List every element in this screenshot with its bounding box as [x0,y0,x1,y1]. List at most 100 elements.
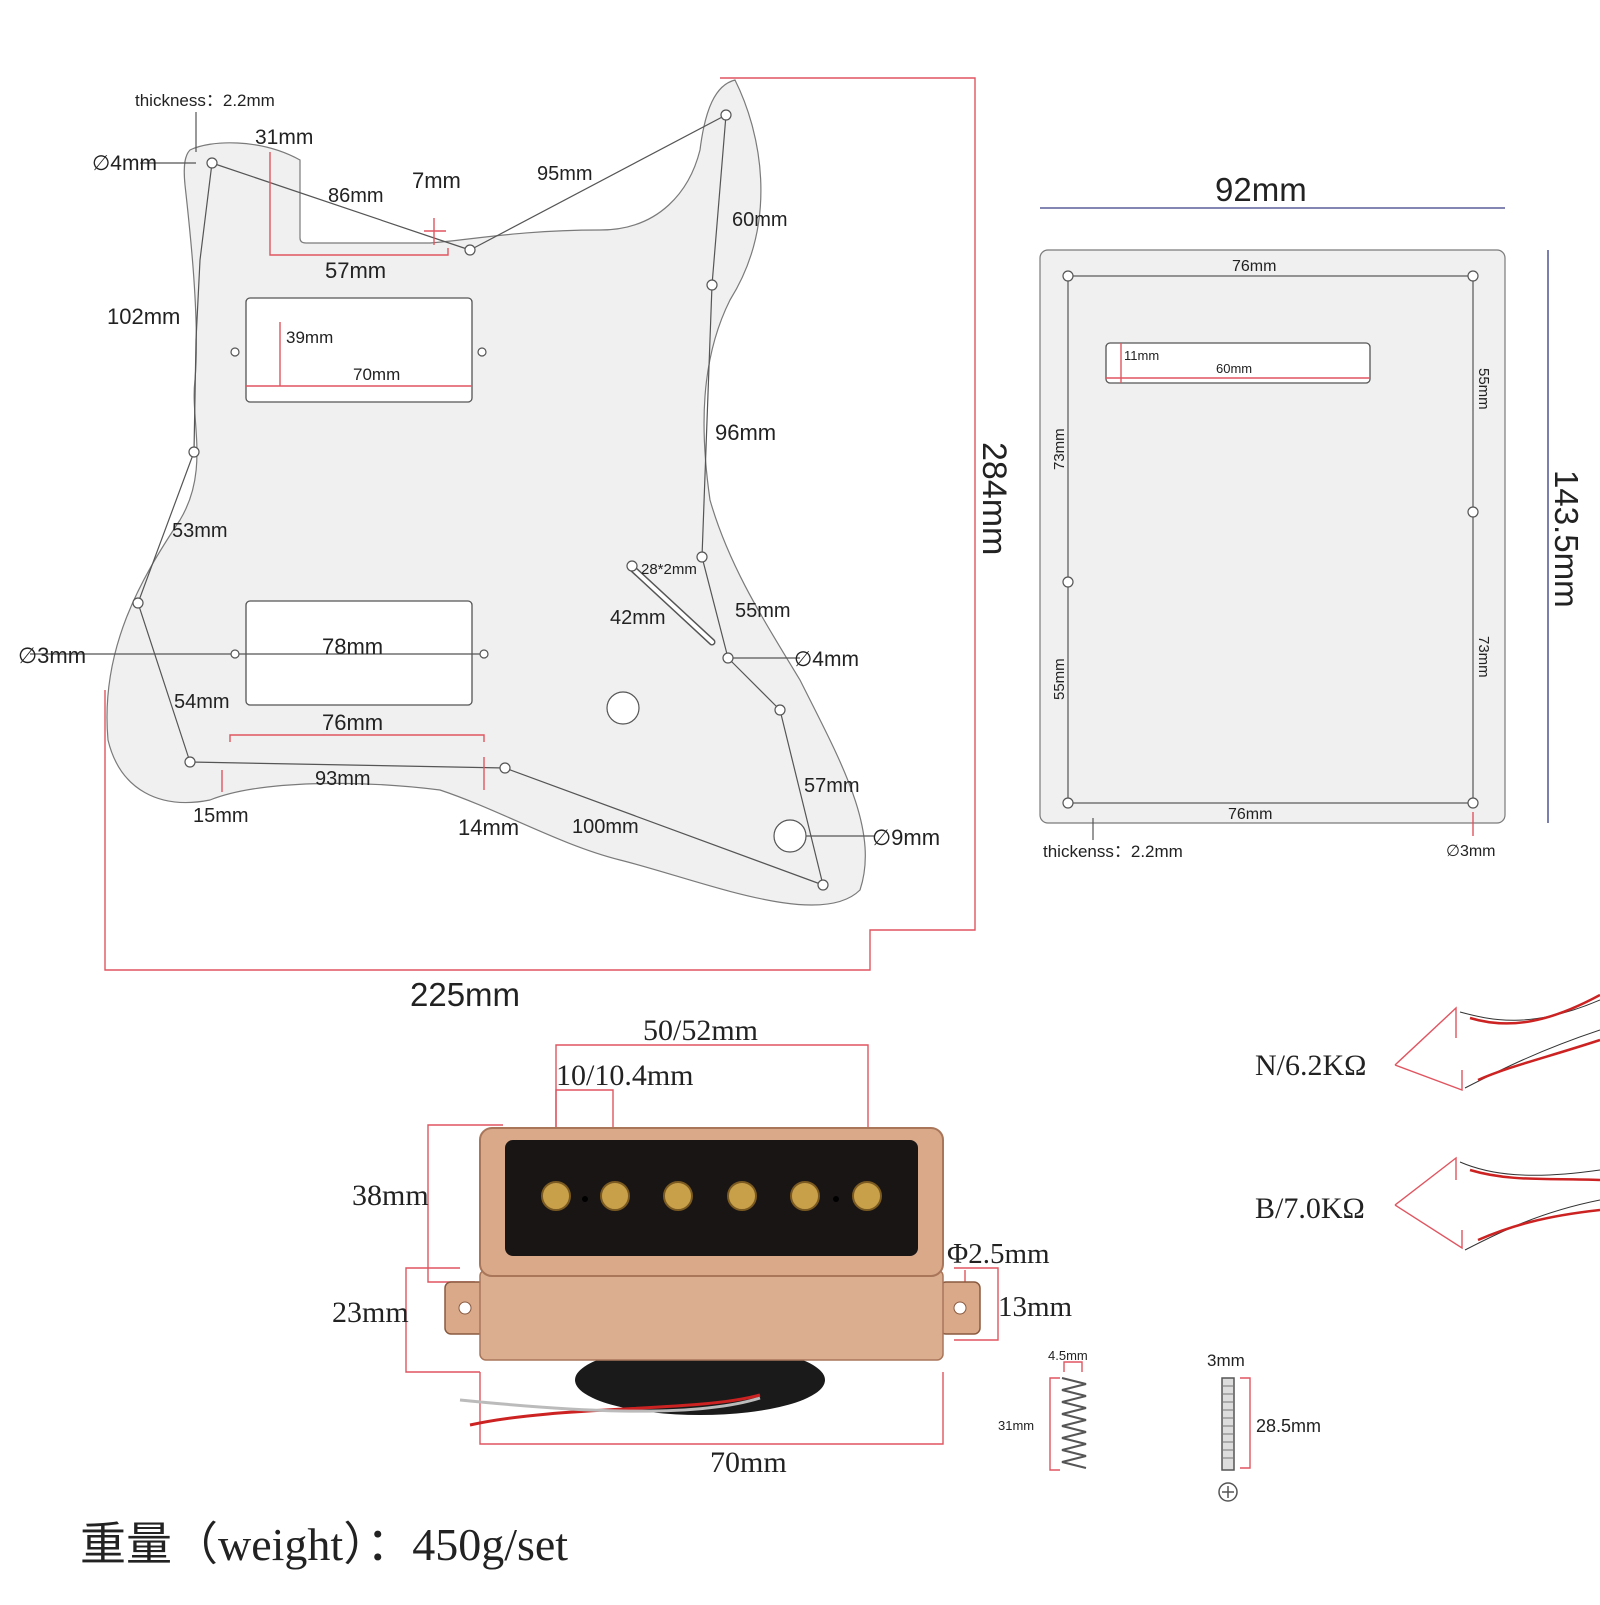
neck-wire-2 [1464,1029,1600,1089]
backplate-right-lower-label: 73mm [1475,636,1492,678]
screw-line-95 [469,114,727,251]
line-60-label: 60mm [732,209,788,231]
pickup-wire-coil [575,1345,825,1415]
bridge-resistance-label: B/7.0KΩ [1255,1192,1365,1225]
pickup-base-height-label: 23mm [332,1296,409,1329]
switch-slot-label: 28*2mm [641,561,697,578]
switch-slot [626,560,716,646]
backplate-slot-height-label: 11mm [1124,348,1159,363]
screw-hole [706,279,718,291]
screw-hole [696,551,708,563]
pickguard-screw-holes [132,109,829,891]
line-86-label: 86mm [328,185,384,207]
mount-hole-diameter-label: ∅3mm [18,643,86,668]
pickup-tab-hole [953,1301,967,1315]
jack-hole-diameter-label: ∅9mm [872,825,940,850]
length-dim [479,1372,944,1445]
screw-chain-left [137,162,213,763]
screw-hole [206,157,218,169]
wiring-drawing: N/6.2KΩ B/7.0KΩ [1255,993,1600,1251]
line-95-label: 95mm [537,163,593,185]
backplate-left-lower-label: 55mm [1051,658,1068,700]
neck-wire-1 [1459,999,1600,1021]
width-57-label: 57mm [325,258,386,283]
screw-hole [499,762,511,774]
top-hole-diameter-label: ∅4mm [92,152,157,175]
slot-42-label: 42mm [610,607,666,629]
pot-hole [606,691,640,725]
bridge-pickup-cutout [245,600,473,706]
pickguard-dimension-ticks [221,152,485,792]
spring-icon [1061,1377,1087,1469]
neck-resistance-label: N/6.2KΩ [1255,1049,1366,1082]
width-14-label: 14mm [458,815,519,840]
width-15-label: 15mm [193,805,249,827]
pickup-hole-diameter-label: Φ2.5mm [947,1238,1050,1270]
weight-label: 重量（weight）：450g/set [80,1519,568,1570]
screw-hole [817,879,829,891]
line-102-label: 102mm [107,304,180,329]
backplate-bottom-spacing-label: 76mm [1228,806,1272,823]
pickup-tab-hole [458,1301,472,1315]
screw-hole [464,244,476,256]
pickup-cover-side [479,1269,944,1361]
pickguard-drawing: thickness：2.2mm ∅4mm 31mm 7mm 86mm 95mm … [18,77,1013,1013]
pickup-top-insert [505,1140,918,1256]
neck-pickup-cutout [245,297,473,403]
line-57-label: 57mm [804,775,860,797]
spring-height-label: 31mm [998,1418,1034,1433]
pickup-mount-hole [477,347,487,357]
pickup-tab-height-label: 13mm [998,1291,1073,1323]
base-height-dim [405,1267,480,1373]
backplate-left-upper-label: 73mm [1051,428,1068,470]
pickup-pole-pieces [541,1181,882,1211]
backplate-slot [1105,342,1371,384]
neck-cutout-height-label: 39mm [286,328,333,347]
pickguard-height-label: 284mm [975,442,1013,555]
pole-spacing-inner-label: 10/10.4mm [556,1059,694,1092]
jack-hole [773,819,807,853]
pole-spacing-inner-dim [555,1089,614,1162]
screw-hole [188,446,200,458]
right-hole-diameter-label: ∅4mm [794,648,859,671]
pickup-drawing: 50/52mm 10/10.4mm 38mm 23mm Φ2.5mm 13mm … [332,1014,1073,1479]
pickup-lead-red [469,1393,761,1427]
backplate-right-upper-label: 55mm [1475,368,1492,410]
neck-cutout-width-label: 70mm [353,365,400,384]
line-55-label: 55mm [735,600,791,622]
line-53-label: 53mm [172,520,228,542]
backplate-body [1039,249,1506,824]
backplate-screw-holes [1062,270,1479,809]
backplate-screw-frame [1067,275,1474,804]
width-31-label: 31mm [255,126,313,149]
spring-width-label: 4.5mm [1048,1348,1088,1363]
bridge-wire-2 [1464,1199,1600,1251]
screw-hole [184,756,196,768]
pickup-total-height-label: 38mm [352,1179,429,1212]
pickguard-width-label: 225mm [410,976,520,1013]
width-7-label: 7mm [412,168,461,193]
backplate-slot-width-label: 60mm [1216,361,1252,376]
pickup-lead-bare [459,1396,761,1413]
screw-height-label: 28.5mm [1256,1416,1321,1436]
backplate-width-label: 92mm [1215,171,1307,208]
screw-hole [722,652,734,664]
line-96-label: 96mm [715,420,776,445]
screw-chain-right [701,114,824,886]
backplate-thickness-label: thickenss：2.2mm [1043,842,1183,861]
pickguard-body [106,79,866,906]
backplate-hole-label: ∅3mm [1446,843,1496,860]
backplate-height-label: 143.5mm [1548,470,1585,608]
pickup-mount-hole [230,347,240,357]
screw-part: 3mm 28.5mm [1207,1351,1321,1502]
line-100-label: 100mm [572,816,639,838]
pickguard-outline-frame [104,77,976,971]
screw-hole [132,597,144,609]
screw-hole [720,109,732,121]
pole-spacing-outer-label: 50/52mm [643,1014,758,1047]
width-76-label: 76mm [322,710,383,735]
line-93-label: 93mm [315,768,371,790]
screw-line-86 [211,162,471,251]
